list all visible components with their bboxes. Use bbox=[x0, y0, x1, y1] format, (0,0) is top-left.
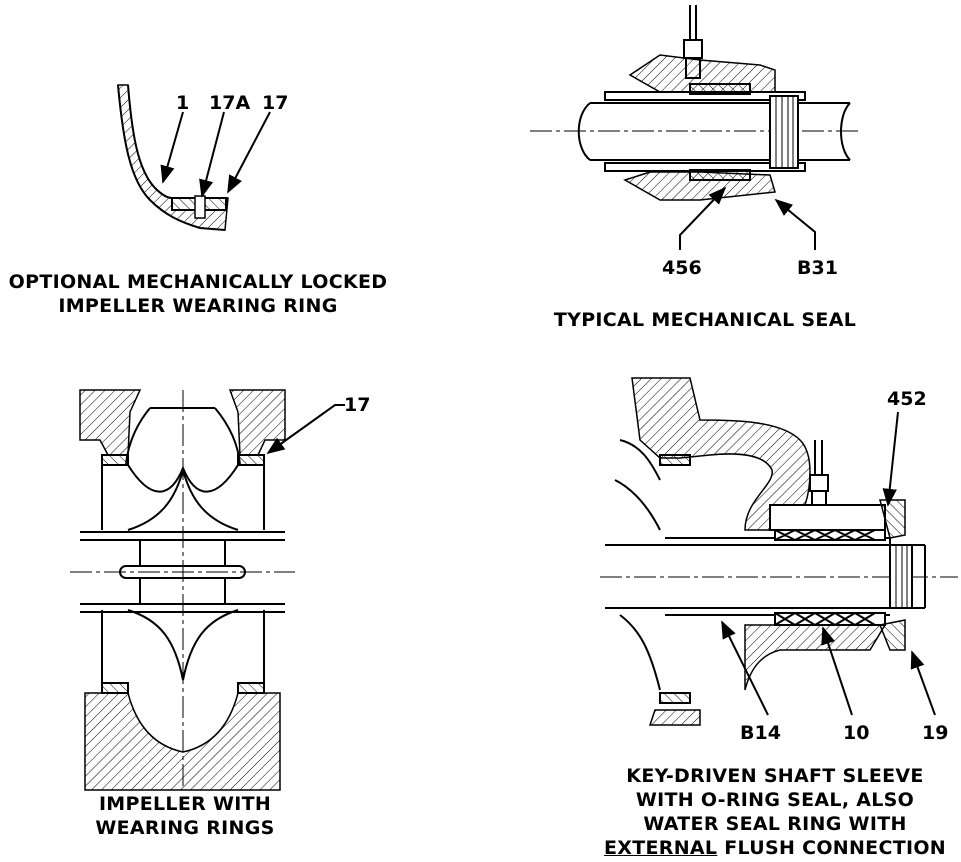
caption-rest: FLUSH CONNECTION bbox=[717, 837, 946, 859]
callout-b31: B31 bbox=[797, 257, 838, 279]
mechanical-seal-figure bbox=[530, 5, 860, 250]
locked-ring-figure bbox=[117, 84, 271, 231]
callout-17-impeller: 17 bbox=[344, 394, 371, 416]
caption-line: WATER SEAL RING WITH bbox=[643, 813, 907, 835]
caption-line: EXTERNAL FLUSH CONNECTION bbox=[595, 836, 955, 860]
impeller-figure bbox=[70, 389, 345, 791]
callout-b14: B14 bbox=[740, 722, 781, 744]
shaft-sleeve-figure bbox=[600, 377, 958, 726]
caption-line: TYPICAL MECHANICAL SEAL bbox=[553, 309, 857, 331]
caption-line: IMPELLER WITH bbox=[98, 793, 272, 815]
callout-456: 456 bbox=[662, 257, 702, 279]
caption-mechanical-seal: TYPICAL MECHANICAL SEAL bbox=[540, 308, 870, 332]
callout-19: 19 bbox=[922, 722, 949, 744]
caption-impeller: IMPELLER WITH WEARING RINGS bbox=[60, 792, 310, 840]
callout-17a: 17A bbox=[209, 92, 251, 114]
callout-452: 452 bbox=[887, 388, 927, 410]
caption-shaft-sleeve: KEY-DRIVEN SHAFT SLEEVE WITH O-RING SEAL… bbox=[595, 764, 955, 860]
caption-locked-ring: OPTIONAL MECHANICALLY LOCKED IMPELLER WE… bbox=[8, 270, 388, 318]
callout-17: 17 bbox=[262, 92, 289, 114]
caption-underlined: EXTERNAL bbox=[604, 837, 718, 859]
caption-line: WITH O-RING SEAL, ALSO bbox=[635, 789, 915, 811]
callout-1: 1 bbox=[176, 92, 190, 114]
caption-line: OPTIONAL MECHANICALLY LOCKED bbox=[8, 271, 388, 293]
caption-line: IMPELLER WEARING RING bbox=[58, 295, 338, 317]
caption-line: WEARING RINGS bbox=[95, 817, 275, 839]
caption-line: KEY-DRIVEN SHAFT SLEEVE bbox=[626, 765, 924, 787]
callout-10: 10 bbox=[843, 722, 870, 744]
